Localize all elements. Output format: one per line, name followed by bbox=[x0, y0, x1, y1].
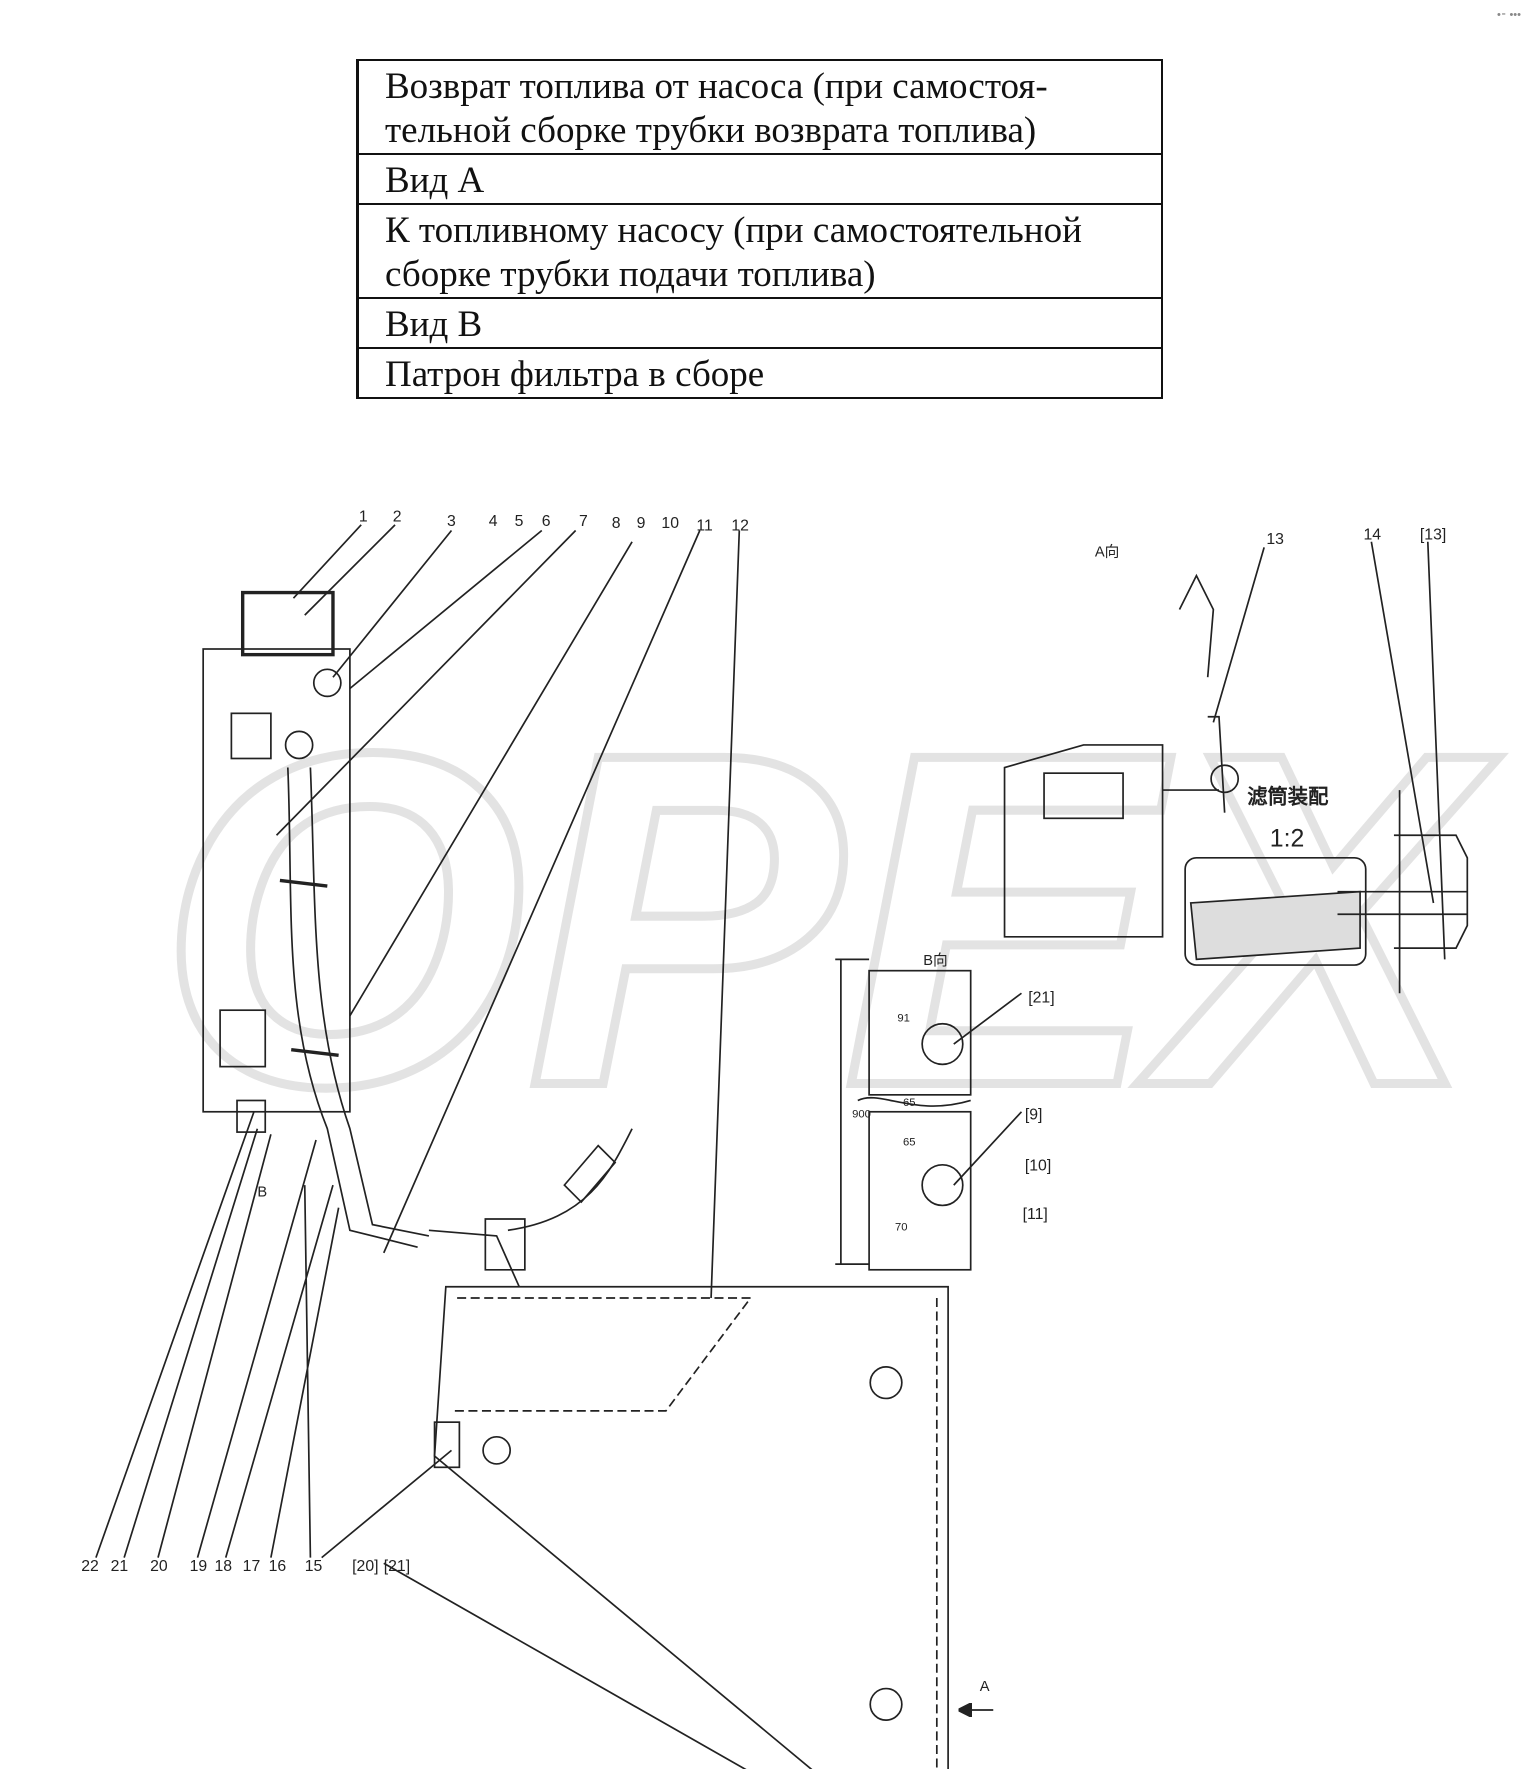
callout-top: 4 bbox=[489, 513, 498, 530]
scale-label: 1:2 bbox=[1270, 826, 1305, 853]
dimension-70: 70 bbox=[895, 1221, 908, 1233]
legend-row: Вид В bbox=[356, 297, 1163, 349]
callout-right: 13 bbox=[1266, 531, 1284, 548]
callout-top: 3 bbox=[447, 513, 456, 530]
callout-bottom: 18 bbox=[214, 1558, 232, 1575]
fuel-tank bbox=[433, 1285, 994, 1769]
callout-top: 10 bbox=[661, 515, 679, 532]
filter-cartridge bbox=[1184, 790, 1469, 994]
callout-right: [9] bbox=[1025, 1107, 1043, 1124]
callout-right: [10] bbox=[1025, 1157, 1051, 1174]
arrow-a-label: A bbox=[980, 1679, 990, 1695]
callout-top: 2 bbox=[393, 508, 402, 525]
legend-row: Вид А bbox=[356, 153, 1163, 205]
view-a bbox=[1003, 573, 1240, 938]
dimension-900: 900 bbox=[852, 1108, 871, 1120]
callout-bottom: [20] bbox=[352, 1558, 378, 1575]
legend-row: К топливному насосу (при самостоятельной… bbox=[356, 203, 1163, 299]
legend-cell: Возврат топлива от насоса (при самостоя-… bbox=[356, 59, 1163, 155]
callout-bottom: 17 bbox=[243, 1558, 261, 1575]
view-b bbox=[835, 958, 972, 1271]
legend-row: Возврат топлива от насоса (при самостоя-… bbox=[356, 59, 1163, 155]
callout-right: [21] bbox=[1028, 989, 1054, 1006]
dimension-65: 65 bbox=[903, 1097, 916, 1109]
legend-table: Возврат топлива от насоса (при самостоя-… bbox=[356, 59, 1163, 399]
dimension-91: 91 bbox=[897, 1012, 910, 1024]
callout-bottom: 20 bbox=[150, 1558, 168, 1575]
callout-bottom: 15 bbox=[305, 1558, 323, 1575]
legend-cell: К топливному насосу (при самостоятельной… bbox=[356, 203, 1163, 299]
callout-top: 7 bbox=[579, 513, 588, 530]
callout-bottom: 19 bbox=[190, 1558, 208, 1575]
view-b-label: B向 bbox=[923, 952, 947, 969]
corner-mark: •⁃ ••• bbox=[1497, 9, 1521, 21]
callout-top: 9 bbox=[637, 515, 646, 532]
callout-top: 12 bbox=[731, 517, 749, 534]
callout-top: 11 bbox=[696, 517, 713, 534]
fuel-tank-side bbox=[202, 590, 633, 1288]
callout-bottom: 21 bbox=[111, 1558, 129, 1575]
callout-bottom: [21] bbox=[384, 1558, 410, 1575]
filter-assembly-label: 滤筒装配 bbox=[1247, 785, 1329, 809]
legend-cell: Патрон фильтра в сборе bbox=[356, 347, 1163, 399]
callout-top: 1 bbox=[359, 508, 368, 525]
callout-top: 5 bbox=[515, 513, 524, 530]
callout-right: 14 bbox=[1363, 527, 1381, 544]
view-a-label: A向 bbox=[1095, 543, 1119, 560]
dimension-65: 65 bbox=[903, 1137, 916, 1149]
legend-cell: Вид В bbox=[356, 297, 1163, 349]
arrow-b-label: B bbox=[257, 1184, 267, 1200]
callout-top: 8 bbox=[612, 515, 621, 532]
callout-top: 6 bbox=[542, 513, 551, 530]
legend-cell: Вид А bbox=[356, 153, 1163, 205]
callout-right: [11] bbox=[1023, 1206, 1048, 1223]
legend-row: Патрон фильтра в сборе bbox=[356, 347, 1163, 399]
callout-right: [13] bbox=[1420, 527, 1446, 544]
callout-bottom: 22 bbox=[81, 1558, 99, 1575]
callout-bottom: 16 bbox=[269, 1558, 287, 1575]
